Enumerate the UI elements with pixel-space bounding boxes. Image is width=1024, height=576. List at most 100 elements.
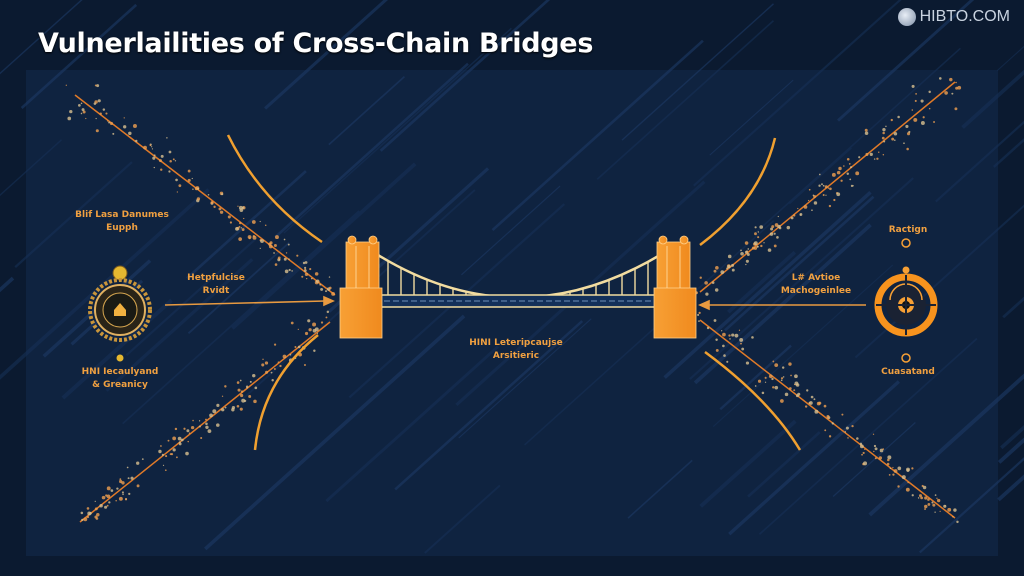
spark bbox=[920, 99, 924, 103]
spark bbox=[187, 178, 191, 182]
spark bbox=[740, 251, 744, 256]
label-top-right: Ractign bbox=[838, 224, 978, 237]
streak bbox=[394, 320, 584, 491]
right-arrowhead-icon bbox=[698, 299, 710, 311]
spark bbox=[878, 456, 883, 460]
spark bbox=[731, 268, 735, 272]
spark bbox=[740, 249, 742, 252]
spark bbox=[747, 248, 750, 250]
streak bbox=[961, 69, 1024, 129]
spark bbox=[897, 466, 902, 471]
spark bbox=[94, 500, 96, 502]
spark bbox=[301, 275, 304, 278]
spark bbox=[731, 333, 735, 337]
spark bbox=[314, 272, 319, 276]
spark bbox=[905, 487, 910, 492]
spark bbox=[130, 476, 134, 480]
spark bbox=[753, 241, 758, 246]
spark bbox=[848, 163, 851, 165]
spark bbox=[95, 129, 99, 133]
spark bbox=[160, 445, 162, 447]
left-arrow bbox=[164, 300, 326, 306]
spark bbox=[943, 504, 947, 508]
streak bbox=[283, 27, 512, 234]
spark bbox=[728, 334, 731, 337]
spark bbox=[843, 165, 845, 167]
spark bbox=[240, 390, 244, 393]
spark bbox=[126, 466, 129, 469]
streak bbox=[754, 47, 961, 234]
spark bbox=[885, 125, 887, 128]
spark bbox=[160, 154, 164, 158]
spark bbox=[822, 194, 825, 197]
spark bbox=[259, 247, 261, 249]
spark bbox=[869, 152, 873, 157]
spark bbox=[789, 387, 792, 390]
spark bbox=[795, 394, 799, 398]
spark bbox=[922, 485, 927, 490]
spark bbox=[731, 263, 735, 267]
spark bbox=[784, 392, 789, 397]
spark bbox=[913, 117, 918, 122]
spark bbox=[873, 450, 875, 453]
spark bbox=[116, 487, 119, 490]
spark bbox=[231, 408, 235, 412]
spark bbox=[274, 263, 278, 266]
spark bbox=[759, 225, 764, 229]
spark bbox=[927, 498, 930, 501]
streak bbox=[0, 139, 62, 197]
spark bbox=[160, 168, 163, 171]
spark bbox=[96, 513, 100, 517]
spark bbox=[243, 399, 247, 403]
label-line: & Greanicy bbox=[92, 380, 148, 390]
spark bbox=[794, 381, 799, 386]
spark bbox=[243, 217, 245, 220]
spark bbox=[955, 81, 957, 84]
spark bbox=[706, 326, 710, 330]
spark bbox=[720, 330, 723, 332]
spark bbox=[876, 157, 879, 160]
spark bbox=[187, 440, 189, 443]
spark bbox=[920, 121, 925, 125]
spark bbox=[219, 210, 224, 214]
spark bbox=[265, 370, 269, 374]
spark bbox=[205, 418, 207, 421]
globe-logo-icon bbox=[897, 8, 916, 26]
spark bbox=[309, 267, 312, 271]
spark bbox=[67, 116, 72, 121]
spark bbox=[714, 288, 719, 292]
page-title: Vulnerlailities of Cross-Chain Bridges bbox=[38, 28, 594, 59]
spark bbox=[807, 199, 810, 202]
spark bbox=[325, 290, 328, 293]
spark bbox=[772, 360, 775, 363]
spark bbox=[757, 245, 759, 248]
spark bbox=[249, 380, 252, 383]
streak bbox=[709, 79, 794, 156]
spark bbox=[892, 473, 895, 476]
spark bbox=[698, 311, 701, 315]
spark bbox=[110, 489, 114, 492]
spark bbox=[746, 253, 750, 256]
spark bbox=[780, 399, 784, 403]
spark bbox=[770, 227, 774, 231]
spark bbox=[108, 501, 111, 504]
streak bbox=[596, 20, 775, 180]
streak bbox=[919, 457, 1024, 554]
streak bbox=[758, 337, 978, 535]
spark bbox=[777, 215, 779, 218]
spark bbox=[741, 347, 745, 351]
spark bbox=[818, 401, 822, 405]
spark bbox=[882, 131, 885, 135]
spark bbox=[283, 257, 287, 261]
spark bbox=[109, 121, 114, 126]
spark bbox=[949, 77, 953, 82]
spark bbox=[80, 511, 84, 515]
spark bbox=[859, 444, 864, 449]
spark bbox=[808, 188, 811, 191]
spark bbox=[237, 205, 239, 207]
spark bbox=[836, 170, 841, 175]
spark bbox=[861, 453, 863, 456]
spark bbox=[314, 327, 319, 332]
streak bbox=[274, 62, 469, 239]
